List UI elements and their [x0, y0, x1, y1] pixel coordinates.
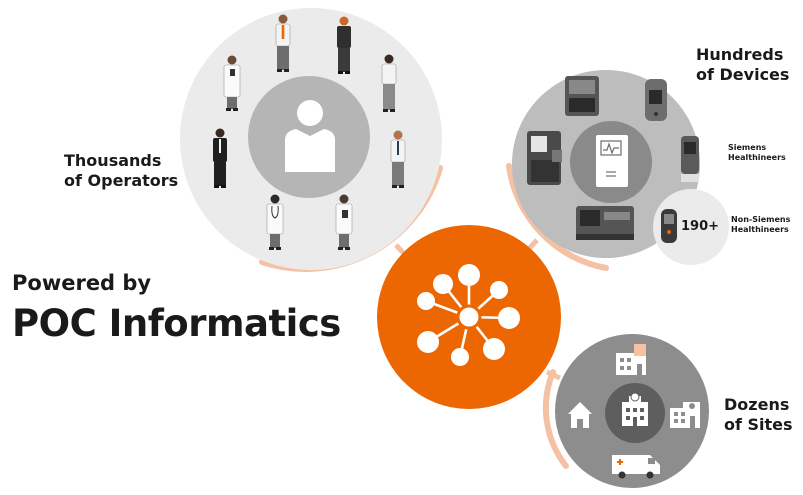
- sites-label-line2: of Sites: [724, 415, 793, 434]
- devices-label-line1: Hundreds: [696, 45, 784, 64]
- non-siemens-label-line2: Healthineers: [731, 225, 789, 234]
- person-woman-casual-icon: [381, 54, 397, 112]
- sites-arc: [542, 369, 569, 469]
- operators-label-line1: Thousands: [64, 151, 162, 170]
- bench-analyzer-device-icon: [527, 131, 562, 185]
- person-dark-suit-woman-icon: [337, 16, 351, 74]
- glucose-meter-icon: [661, 209, 677, 243]
- siemens-label-line1: Siemens: [728, 143, 767, 152]
- monitor-device-icon: [596, 135, 628, 187]
- powered-by-text: Powered by: [12, 271, 152, 295]
- network-hub-icon: [417, 264, 520, 366]
- analyzer-device-icon: [565, 76, 599, 116]
- compact-device-icon: [681, 136, 699, 182]
- person-doctor-stethoscope-icon: [266, 194, 284, 250]
- sites-cluster: [555, 334, 709, 488]
- hospital-top-icon: [616, 344, 646, 375]
- poc-hub: [377, 225, 561, 409]
- hospital-center-icon: [622, 392, 648, 426]
- person-nurse-clipboard-icon: [335, 194, 353, 250]
- person-dark-suit-man-icon: [213, 128, 227, 188]
- operator-user-icon: [285, 100, 335, 172]
- sites-label-line1: Dozens: [724, 395, 790, 414]
- devices-cluster: [512, 70, 729, 265]
- ambulance-icon: [612, 455, 660, 479]
- house-icon: [568, 402, 592, 428]
- office-building-icon: [670, 402, 700, 428]
- handheld-device-icon: [645, 79, 667, 121]
- operators-cluster: [180, 8, 442, 270]
- non-siemens-label-line1: Non-Siemens: [731, 215, 791, 224]
- person-shirt-tie-icon: [390, 130, 406, 188]
- non-siemens-badge-circle: [653, 189, 729, 265]
- siemens-label-line2: Healthineers: [728, 153, 786, 162]
- sites-bridge: [545, 369, 562, 381]
- poc-informatics-title: POC Informatics: [12, 302, 341, 345]
- device-count-badge: 190+: [681, 219, 720, 234]
- devices-arc: [506, 163, 609, 271]
- devices-label-line2: of Devices: [696, 65, 790, 84]
- operators-label-line2: of Operators: [64, 171, 179, 190]
- person-tablet-doctor-icon: [223, 55, 241, 111]
- person-orange-tie-icon: [275, 14, 291, 72]
- wide-analyzer-device-icon: [576, 206, 634, 240]
